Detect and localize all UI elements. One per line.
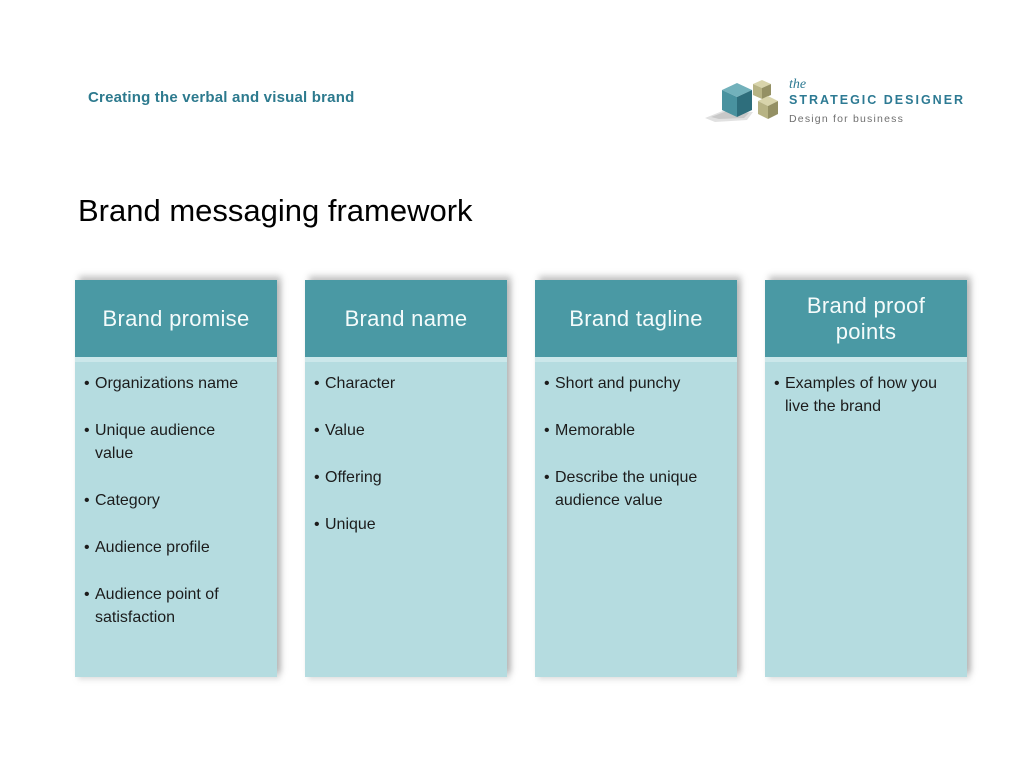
bullet-item: Describe the unique audience value xyxy=(544,466,712,512)
logo-brand-name: STRATEGIC DESIGNER xyxy=(789,93,966,107)
bullet-item: Audience point of satisfaction xyxy=(84,583,252,629)
slide-section-header: Creating the verbal and visual brand xyxy=(88,89,355,106)
bullet-list: Organizations nameUnique audience valueC… xyxy=(75,362,277,629)
column-heading: Brand promise xyxy=(75,280,277,357)
column-heading: Brand proof points xyxy=(765,280,967,357)
bullet-list: Short and punchyMemorableDescribe the un… xyxy=(535,362,737,512)
bullet-item: Category xyxy=(84,489,252,512)
column-heading: Brand tagline xyxy=(535,280,737,357)
column-brand-name: Brand name CharacterValueOfferingUnique xyxy=(305,280,507,677)
framework-columns: Brand promise Organizations nameUnique a… xyxy=(75,280,967,677)
strategic-designer-logo: the STRATEGIC DESIGNER Design for busine… xyxy=(703,76,965,128)
bullet-item: Unique xyxy=(314,513,482,536)
bullet-item: Offering xyxy=(314,466,482,489)
column-body: CharacterValueOfferingUnique xyxy=(305,357,507,677)
bullet-item: Organizations name xyxy=(84,372,252,395)
bullet-item: Value xyxy=(314,419,482,442)
logo-word-the: the xyxy=(789,77,807,92)
bullet-item: Audience profile xyxy=(84,536,252,559)
bullet-item: Character xyxy=(314,372,482,395)
column-body: Short and punchyMemorableDescribe the un… xyxy=(535,357,737,677)
column-brand-promise: Brand promise Organizations nameUnique a… xyxy=(75,280,277,677)
bullet-list: CharacterValueOfferingUnique xyxy=(305,362,507,536)
bullet-item: Examples of how you live the brand xyxy=(774,372,942,418)
cubes-logo-icon xyxy=(705,80,778,122)
column-brand-proof-points: Brand proof points Examples of how you l… xyxy=(765,280,967,677)
logo-tagline: Design for business xyxy=(789,113,905,125)
bullet-list: Examples of how you live the brand xyxy=(765,362,967,418)
bullet-item: Memorable xyxy=(544,419,712,442)
column-brand-tagline: Brand tagline Short and punchyMemorableD… xyxy=(535,280,737,677)
slide-title: Brand messaging framework xyxy=(78,193,473,228)
bullet-item: Short and punchy xyxy=(544,372,712,395)
column-body: Examples of how you live the brand xyxy=(765,357,967,677)
logo-text-block: the STRATEGIC DESIGNER Design for busine… xyxy=(789,76,965,127)
column-body: Organizations nameUnique audience valueC… xyxy=(75,357,277,677)
column-heading: Brand name xyxy=(305,280,507,357)
bullet-item: Unique audience value xyxy=(84,419,252,465)
